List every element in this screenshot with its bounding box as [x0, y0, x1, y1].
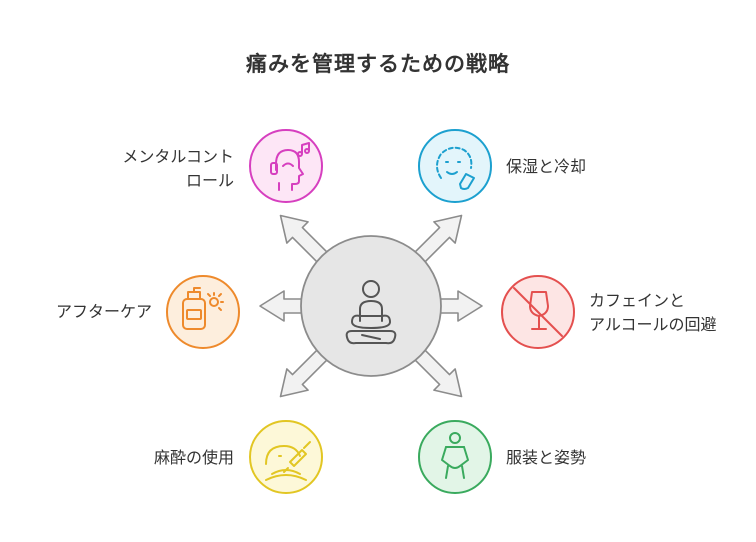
label-anesthesia: 麻酔の使用: [154, 446, 234, 470]
label-mental-line-2: ロール: [185, 171, 234, 190]
label-avoid-line-1: カフェインと: [589, 291, 686, 310]
label-clothing-line-1: 服装と姿勢: [506, 448, 587, 467]
label-moisture-line-1: 保湿と冷却: [506, 157, 587, 176]
node-mental-circle: [249, 129, 323, 203]
node-moisture-circle: [418, 129, 492, 203]
label-anesthesia-line-1: 麻酔の使用: [153, 448, 234, 467]
label-clothing: 服装と姿勢: [506, 446, 586, 470]
label-aftercare: アフターケア: [56, 300, 152, 324]
center-hub: [300, 235, 442, 377]
node-anesthesia-circle: [249, 420, 323, 494]
label-mental-line-1: メンタルコント: [122, 147, 234, 166]
lotion-bottle-sun-icon: [182, 287, 224, 330]
no-wine-glass-icon: [513, 287, 563, 337]
label-mental: メンタルコント ロール: [122, 145, 234, 193]
syringe-face-icon: [265, 441, 311, 481]
node-clothing-circle: [418, 420, 492, 494]
label-avoid-line-2: アルコールの回避: [589, 315, 717, 334]
node-aftercare-circle: [166, 275, 240, 349]
meditation-person-icon: [345, 280, 397, 345]
label-moisture: 保湿と冷却: [506, 155, 586, 179]
posture-person-icon: [441, 432, 469, 479]
label-aftercare-line-1: アフターケア: [55, 302, 152, 321]
diagram-title: 痛みを管理するための戦略: [246, 52, 510, 76]
label-avoid: カフェインと アルコールの回避: [589, 289, 717, 337]
headphones-head-icon: [270, 142, 310, 191]
cooling-face-icon: [436, 146, 475, 190]
